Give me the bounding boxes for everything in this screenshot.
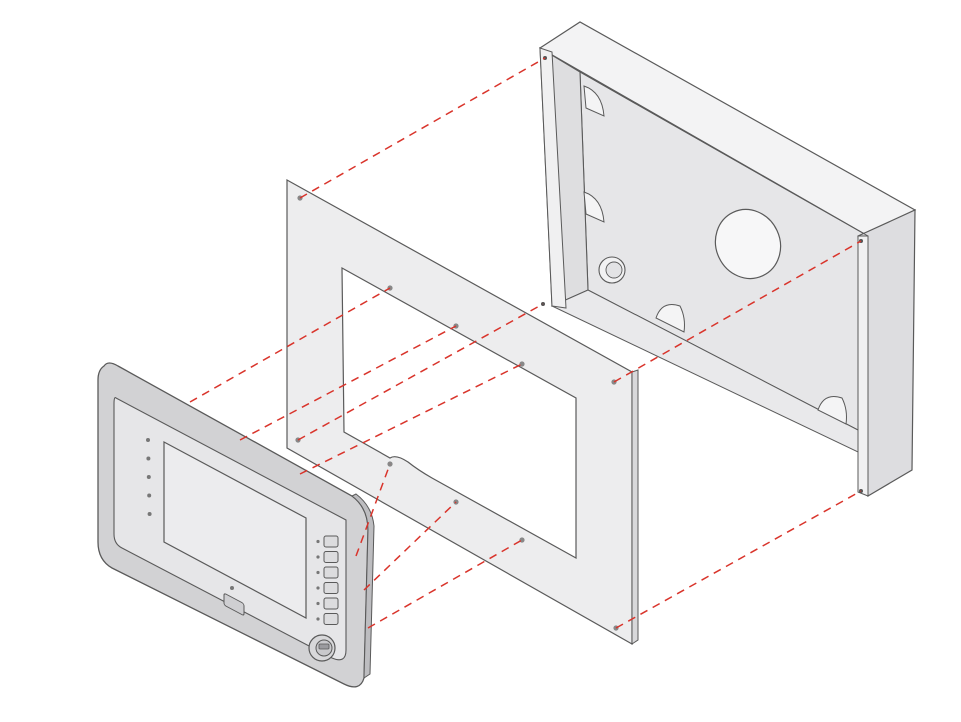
panel-leds: [146, 438, 152, 516]
knockout-bottom-left: [655, 304, 685, 333]
plate-hole-top-3: [519, 361, 525, 367]
guide-line: [363, 501, 457, 591]
box-front-frame: [539, 47, 567, 309]
knockout-left-upper: [583, 85, 605, 117]
guide-line: [367, 539, 523, 629]
guide-line: [613, 240, 862, 383]
panel-button[interactable]: [323, 582, 339, 594]
guide-line: [239, 325, 457, 441]
panel-button[interactable]: [323, 551, 339, 563]
panel-button[interactable]: [323, 597, 339, 610]
round-knockout-inner: [605, 261, 623, 279]
key-switch-slot: [318, 643, 330, 650]
panel-connector: [223, 593, 245, 616]
mounting-plate: [286, 178, 639, 646]
panel-led: [146, 475, 151, 479]
box-right-front-edge: [857, 235, 869, 497]
panel-button[interactable]: [323, 613, 339, 625]
enclosure-box: [538, 21, 917, 498]
assembly-guide-lines: [189, 57, 862, 629]
panel-button-led: [316, 555, 320, 559]
knockout-bottom-right: [817, 396, 847, 425]
guide-line: [355, 463, 391, 557]
guide-line: [299, 57, 546, 199]
plate-edge: [631, 369, 639, 645]
panel-button[interactable]: [323, 566, 339, 579]
guide-line: [615, 490, 862, 629]
knockout-left-middle: [583, 191, 605, 223]
plate-window: [341, 266, 577, 560]
panel-led: [147, 512, 152, 516]
panel-button-led: [316, 539, 320, 544]
guide-line: [189, 287, 391, 403]
control-panel: [97, 362, 375, 688]
panel-button-led: [316, 601, 320, 606]
panel-indicator-dot: [230, 586, 234, 590]
panel-button-led: [316, 570, 320, 575]
panel-bezel-side: [351, 493, 375, 679]
panel-led: [147, 493, 152, 498]
panel-button-led: [316, 617, 320, 621]
panel-button[interactable]: [323, 535, 339, 548]
cable-hole: [714, 208, 782, 280]
panel-led: [146, 438, 150, 442]
panel-led: [146, 456, 151, 461]
panel-buttons: [316, 535, 339, 625]
panel-button-led: [316, 586, 320, 590]
guide-line: [297, 303, 544, 441]
panel-screen: [163, 440, 307, 620]
box-rim-line: [579, 71, 869, 237]
